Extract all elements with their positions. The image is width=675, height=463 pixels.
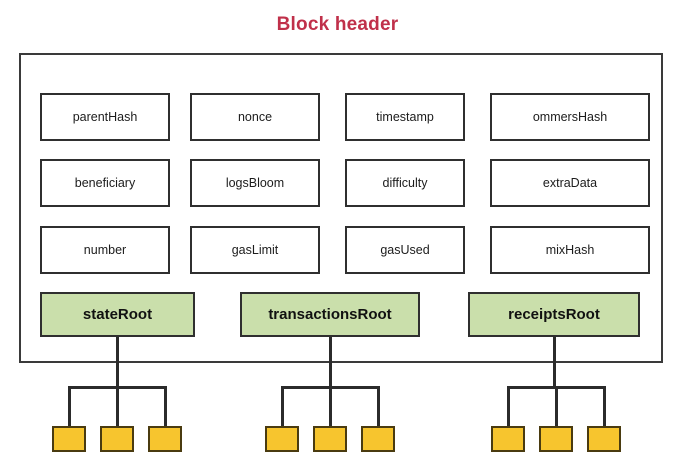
header-root-stateroot: stateRoot: [40, 292, 195, 337]
trie-node-transactionsroot-1: [313, 426, 347, 452]
tree-stem-stateroot: [116, 337, 119, 389]
trie-node-stateroot-2: [148, 426, 182, 452]
trie-node-receiptsroot-0: [491, 426, 525, 452]
trie-node-receiptsroot-1: [539, 426, 573, 452]
header-root-transactionsroot: transactionsRoot: [240, 292, 420, 337]
header-field-difficulty: difficulty: [345, 159, 465, 207]
header-field-timestamp: timestamp: [345, 93, 465, 141]
header-field-nonce: nonce: [190, 93, 320, 141]
tree-stem-receiptsroot: [553, 337, 556, 389]
trie-node-stateroot-1: [100, 426, 134, 452]
tree-branch-stateroot-1: [116, 386, 119, 426]
header-root-receiptsroot: receiptsRoot: [468, 292, 640, 337]
tree-branch-receiptsroot-0: [507, 386, 510, 426]
header-field-parenthash: parentHash: [40, 93, 170, 141]
tree-branch-stateroot-2: [164, 386, 167, 426]
header-field-logsbloom: logsBloom: [190, 159, 320, 207]
header-field-gaslimit: gasLimit: [190, 226, 320, 274]
header-field-mixhash: mixHash: [490, 226, 650, 274]
header-field-number: number: [40, 226, 170, 274]
trie-node-receiptsroot-2: [587, 426, 621, 452]
page-title: Block header: [276, 14, 399, 35]
header-field-gasused: gasUsed: [345, 226, 465, 274]
tree-stem-transactionsroot: [329, 337, 332, 389]
header-field-beneficiary: beneficiary: [40, 159, 170, 207]
header-field-ommershash: ommersHash: [490, 93, 650, 141]
tree-branch-receiptsroot-2: [603, 386, 606, 426]
trie-node-transactionsroot-2: [361, 426, 395, 452]
tree-branch-receiptsroot-1: [555, 386, 558, 426]
header-field-extradata: extraData: [490, 159, 650, 207]
tree-branch-transactionsroot-2: [377, 386, 380, 426]
trie-node-stateroot-0: [52, 426, 86, 452]
trie-node-transactionsroot-0: [265, 426, 299, 452]
tree-branch-transactionsroot-0: [281, 386, 284, 426]
tree-branch-transactionsroot-1: [329, 386, 332, 426]
tree-branch-stateroot-0: [68, 386, 71, 426]
